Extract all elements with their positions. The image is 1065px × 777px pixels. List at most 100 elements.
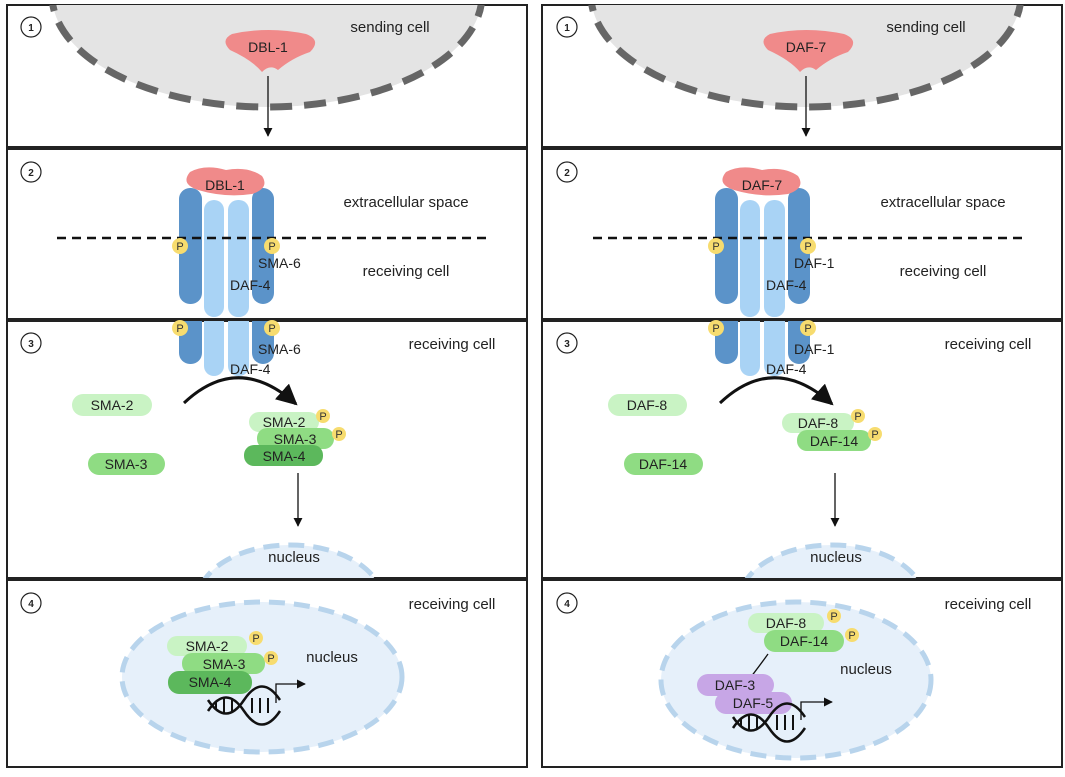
receptor-daf-4-left-arm bbox=[204, 321, 224, 376]
step-number: 3 bbox=[564, 339, 570, 350]
location-label: receiving cell bbox=[409, 596, 496, 613]
step-number: 2 bbox=[564, 168, 570, 179]
right-panel-2: 2 DAF-7 extracellular space receiving ce… bbox=[541, 148, 1063, 320]
complex-smad-1 bbox=[782, 413, 854, 433]
step-number: 4 bbox=[564, 599, 570, 610]
phosphate-label: P bbox=[830, 611, 837, 623]
complex-smad-1 bbox=[167, 636, 247, 656]
complex-smad-2 bbox=[257, 428, 334, 449]
ligand-label: DBL-1 bbox=[205, 177, 245, 193]
complex-smad-1-label: DAF-8 bbox=[766, 615, 807, 631]
step-badge bbox=[556, 161, 578, 183]
smad-free-1 bbox=[72, 394, 152, 416]
receptor-b-label: DAF-4 bbox=[230, 277, 271, 293]
step-number: 2 bbox=[28, 168, 34, 179]
dna-helix-icon bbox=[731, 702, 807, 743]
ligand-dbl-1-bound bbox=[186, 167, 265, 196]
nucleus-label: nucleus bbox=[306, 649, 358, 666]
receptor-daf-4-right-arm bbox=[764, 200, 785, 317]
complex-smad-1-label: SMA-2 bbox=[186, 638, 229, 654]
receptor-daf-4-right-arm bbox=[228, 200, 249, 317]
left-panel-1: 1 sending cell DBL-1 bbox=[6, 4, 528, 148]
complex-smad-1 bbox=[249, 412, 319, 432]
phosphate bbox=[845, 628, 859, 642]
step-badge bbox=[556, 332, 578, 354]
left-panel-2: 2 DBL-1 extracellular space receiving ce… bbox=[6, 148, 528, 320]
phosphate-label: P bbox=[176, 241, 183, 253]
phosphate bbox=[264, 238, 280, 254]
nucleus bbox=[658, 599, 934, 761]
complex-smad-2 bbox=[764, 630, 844, 652]
right-panel-1: 1 sending cell DAF-7 bbox=[541, 4, 1063, 148]
receptor-b-label: DAF-4 bbox=[230, 361, 271, 377]
receptor-sma-6-right-arm bbox=[252, 188, 274, 304]
right-panel-3: 3 receiving cell P P DAF-1 DAF-4 DAF-8 D… bbox=[541, 320, 1063, 579]
ligand-label: DAF-7 bbox=[786, 39, 827, 55]
phosphate bbox=[851, 409, 865, 423]
step-badge bbox=[20, 592, 42, 614]
complex-smad-2-label: DAF-14 bbox=[810, 433, 858, 449]
phosphate bbox=[708, 320, 724, 336]
complex-smad-2 bbox=[797, 430, 871, 451]
extracellular-label: extracellular space bbox=[880, 194, 1005, 211]
location-label: receiving cell bbox=[409, 336, 496, 353]
complex-smad-1-label: SMA-2 bbox=[263, 414, 306, 430]
extracellular-label: extracellular space bbox=[343, 194, 468, 211]
complex-smad-2-label: DAF-14 bbox=[780, 633, 828, 649]
receptor-daf-4-right-arm bbox=[228, 321, 249, 376]
nucleus bbox=[119, 599, 405, 755]
step-number: 4 bbox=[28, 599, 34, 610]
location-label: sending cell bbox=[886, 19, 965, 36]
step-badge bbox=[20, 161, 42, 183]
smad-free-2 bbox=[624, 453, 703, 475]
phosphate-label: P bbox=[252, 633, 259, 645]
ligand-daf-7-bound bbox=[722, 167, 801, 196]
location-label: receiving cell bbox=[945, 596, 1032, 613]
repressor-2-label: DAF-5 bbox=[733, 695, 774, 711]
receptor-b-label: DAF-4 bbox=[766, 361, 807, 377]
nucleus-label: nucleus bbox=[840, 661, 892, 678]
smad-free-1 bbox=[608, 394, 687, 416]
right-column: 1 sending cell DAF-7 2 DAF-7 extracellul… bbox=[541, 4, 1063, 768]
phosphate-label: P bbox=[871, 429, 878, 441]
step-badge bbox=[556, 16, 578, 38]
receptor-daf-1-left-arm bbox=[715, 188, 738, 304]
receptor-b-label: DAF-4 bbox=[766, 277, 807, 293]
ligand-label: DBL-1 bbox=[248, 39, 288, 55]
left-panel-3: 3 receiving cell P P SMA-6 DAF-4 SMA-2 S… bbox=[6, 320, 528, 579]
nucleus-label: nucleus bbox=[268, 549, 320, 566]
transcription-arrow bbox=[800, 697, 833, 720]
ligand-dbl-1 bbox=[225, 30, 316, 72]
receptor-daf-4-left-arm bbox=[740, 200, 760, 317]
phosphate bbox=[868, 427, 882, 441]
right-panel-4: 4 receiving cell nucleus DAF-8 P DAF-14 … bbox=[541, 579, 1063, 768]
phosphate-label: P bbox=[176, 323, 183, 335]
phosphate bbox=[316, 409, 330, 423]
receptor-a-label: DAF-1 bbox=[794, 255, 835, 271]
receptor-a-label: SMA-6 bbox=[258, 255, 301, 271]
complex-smad-1-label: DAF-8 bbox=[798, 415, 839, 431]
receiving-cell-label: receiving cell bbox=[900, 263, 987, 280]
complex-smad-2-label: SMA-3 bbox=[274, 431, 317, 447]
phosphate-label: P bbox=[804, 323, 811, 335]
phosphate bbox=[264, 320, 280, 336]
receptor-a-label: SMA-6 bbox=[258, 341, 301, 357]
phosphate bbox=[172, 238, 188, 254]
smad-free-2-label: SMA-3 bbox=[105, 456, 148, 472]
repressor-2 bbox=[715, 692, 792, 714]
repressor-1 bbox=[697, 674, 774, 696]
location-label: receiving cell bbox=[945, 336, 1032, 353]
step-badge bbox=[20, 332, 42, 354]
complex-smad-2-label: SMA-3 bbox=[203, 656, 246, 672]
complex-smad-3-label: SMA-4 bbox=[189, 674, 232, 690]
receptor-daf-1-right-arm bbox=[788, 188, 810, 304]
receiving-cell-label: receiving cell bbox=[363, 263, 450, 280]
ligand-label: DAF-7 bbox=[742, 177, 783, 193]
phosphate bbox=[827, 609, 841, 623]
phosphate-label: P bbox=[268, 323, 275, 335]
receptor-daf-4-left-arm bbox=[204, 200, 224, 317]
complex-smad-3 bbox=[244, 445, 323, 466]
ligand-daf-7 bbox=[763, 30, 854, 72]
phosphate-label: P bbox=[712, 241, 719, 253]
step-number: 3 bbox=[28, 339, 34, 350]
